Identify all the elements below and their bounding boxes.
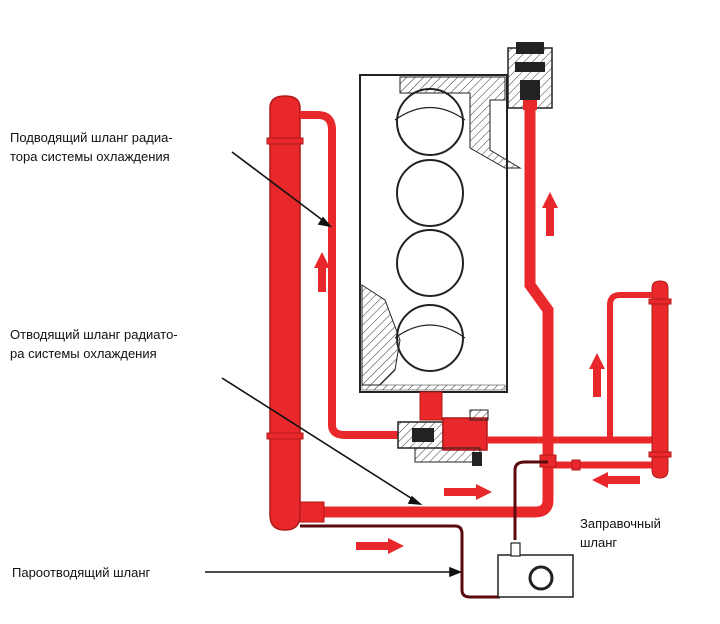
leader-lines [205, 151, 463, 578]
cylinder-3 [396, 229, 464, 297]
engine-outlet-riser [300, 105, 554, 518]
arrow-up-left [314, 252, 330, 292]
heater-top-hose [607, 292, 652, 440]
radiator-tank [266, 95, 304, 531]
label-vapor-hose: Пароотводящий шланг [12, 565, 151, 580]
heater-supply-hose [487, 300, 664, 444]
cylinder-1 [396, 88, 464, 156]
cylinder-2 [396, 159, 464, 227]
label-supply-hose: Подводящий шланг радиа- тора системы охл… [10, 130, 173, 164]
arrow-right-vapor [356, 538, 404, 554]
thermostat-housing [397, 391, 489, 466]
flow-arrows [314, 192, 640, 554]
expansion-tank-cap [528, 565, 554, 591]
vapor-hose [300, 524, 500, 599]
arrow-up-right-top [542, 192, 558, 236]
arrow-right-bottom [444, 484, 492, 500]
expansion-tank [497, 542, 574, 598]
heater-core [648, 280, 672, 479]
label-return-hose: Отводящий шланг радиато- ра системы охла… [10, 327, 178, 361]
top-outlet-housing [507, 42, 553, 110]
arrow-up-heater [589, 353, 605, 397]
cylinder-4 [396, 304, 464, 372]
label-filler-hose: Заправочный шланг [580, 516, 661, 550]
arrow-left-heater [592, 472, 640, 488]
engine-block [359, 74, 522, 393]
filler-hose [513, 460, 548, 540]
supply-hose [300, 111, 400, 439]
